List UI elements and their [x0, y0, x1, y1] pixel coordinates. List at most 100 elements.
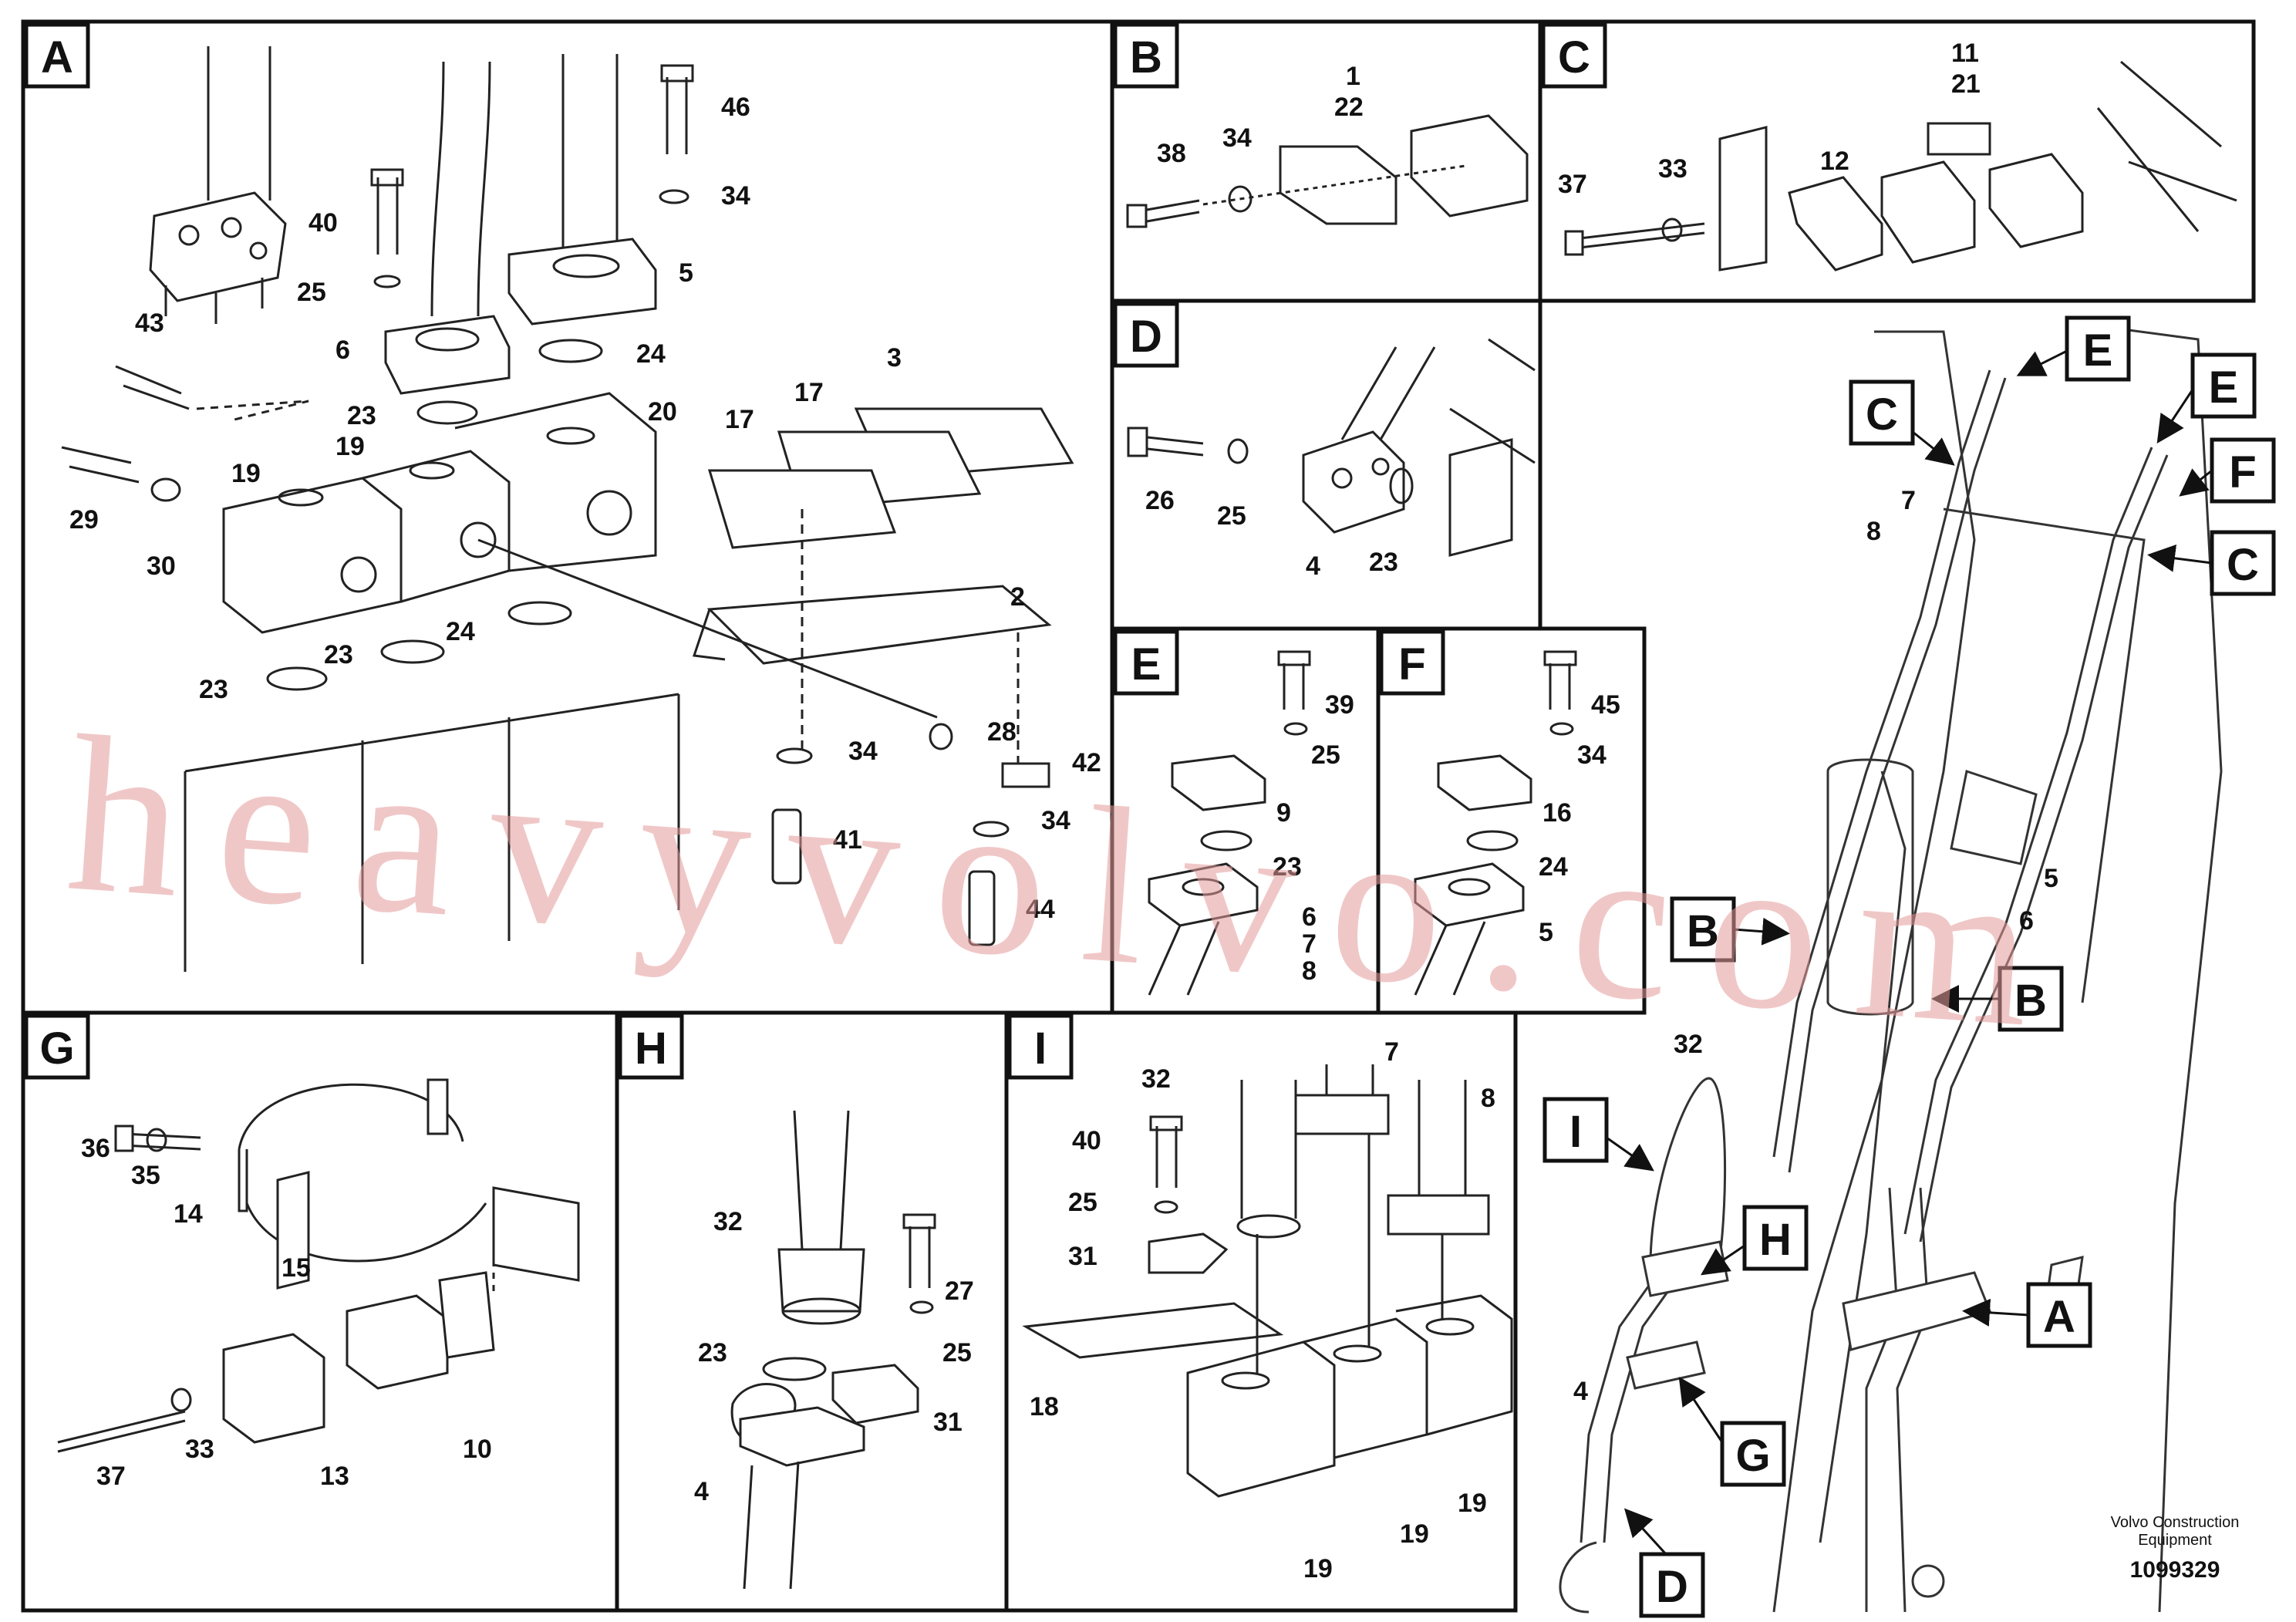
- callout: 32: [713, 1207, 743, 1236]
- panel-letter-I: I: [1007, 1013, 1074, 1080]
- panel-frames: [21, 19, 2256, 1613]
- panel-letter-E: E: [1113, 629, 1179, 696]
- callout: 35: [131, 1161, 160, 1190]
- callout: 17: [725, 405, 754, 434]
- svg-text:E: E: [2083, 325, 2113, 376]
- callout: 32: [1674, 1030, 1703, 1059]
- tag-b-2: B: [1998, 966, 2064, 1032]
- callout: 25: [297, 278, 326, 307]
- panel-letter-H: H: [618, 1013, 684, 1080]
- panel-letter-B: B: [1113, 22, 1179, 89]
- callout: 19: [1400, 1519, 1429, 1549]
- callout: 20: [648, 397, 677, 427]
- company-line-1: Volvo Construction: [2111, 1514, 2240, 1531]
- panel-d-drawing: [1127, 338, 1536, 557]
- callout: 5: [2044, 864, 2058, 893]
- svg-text:G: G: [1735, 1431, 1770, 1481]
- callout: 34: [848, 737, 878, 766]
- svg-text:D: D: [1130, 312, 1162, 362]
- callout: 39: [1325, 690, 1354, 720]
- panel-letter-A: A: [24, 22, 90, 89]
- callout: 12: [1820, 147, 1849, 176]
- callout: 42: [1072, 748, 1101, 777]
- tag-c-1: C: [1849, 379, 1915, 446]
- panel-h-drawing: [730, 1110, 936, 1590]
- callout: 23: [1273, 852, 1302, 882]
- svg-text:I: I: [1034, 1023, 1047, 1074]
- callout: 34: [1041, 806, 1070, 835]
- tag-e-2: E: [2190, 352, 2257, 419]
- svg-text:C: C: [2227, 540, 2259, 590]
- callout: 5: [679, 258, 693, 288]
- callout: 7: [1302, 929, 1317, 959]
- callout: 9: [1276, 798, 1291, 828]
- callout: 33: [1658, 154, 1687, 184]
- svg-text:B: B: [1687, 906, 1719, 956]
- panel-letter-C: C: [1541, 22, 1607, 89]
- callout: 44: [1026, 895, 1055, 924]
- panel-i-callouts: 32 7 8 40 25 31 18 19 19 19: [1030, 1037, 1495, 1583]
- svg-text:B: B: [2014, 976, 2047, 1026]
- svg-text:E: E: [2209, 363, 2239, 413]
- overview-tags: E C E F C B B I H A G D: [1542, 315, 2276, 1618]
- tag-i: I: [1542, 1097, 1609, 1163]
- tag-e-1: E: [2065, 315, 2131, 382]
- callout: 16: [1542, 798, 1572, 828]
- callout: 21: [1951, 69, 1981, 99]
- drawing-number: 1099329: [2130, 1557, 2220, 1583]
- callout: 23: [324, 640, 353, 669]
- callout: 46: [721, 93, 750, 122]
- tag-g: G: [1720, 1421, 1786, 1487]
- panel-b-drawing: [1126, 114, 1529, 228]
- tag-arrows: [1606, 349, 2213, 1556]
- callout: 37: [1558, 170, 1587, 199]
- callout: 34: [721, 181, 750, 211]
- footer: Volvo Construction Equipment 1099329: [2111, 1514, 2240, 1583]
- callout: 17: [794, 378, 824, 407]
- callout: 7: [1384, 1037, 1399, 1067]
- panel-f-drawing: [1414, 650, 1577, 996]
- callout: 4: [694, 1477, 709, 1506]
- callout: 40: [308, 208, 338, 238]
- tag-a: A: [2026, 1282, 2092, 1348]
- panel-b-callouts: 1 22 38 34: [1157, 62, 1364, 168]
- callout: 6: [2019, 906, 2034, 936]
- svg-text:D: D: [1656, 1562, 1688, 1612]
- callout: 36: [81, 1134, 110, 1163]
- panel-e-callouts: 39 25 9 23 6 7 8: [1273, 690, 1354, 986]
- company-line-2: Equipment: [2138, 1532, 2212, 1549]
- callout: 14: [174, 1199, 203, 1229]
- tag-f: F: [2210, 437, 2276, 504]
- callout: 24: [636, 339, 666, 369]
- callout: 25: [1311, 740, 1340, 770]
- svg-text:H: H: [1759, 1215, 1792, 1265]
- svg-text:H: H: [635, 1023, 667, 1074]
- panel-letter-F: F: [1379, 629, 1445, 696]
- callout: 32: [1141, 1064, 1171, 1094]
- callout: 24: [446, 617, 475, 646]
- callout: 41: [833, 825, 862, 855]
- callout: 26: [1145, 486, 1175, 515]
- overview-drawing: [1559, 322, 2223, 1614]
- svg-text:A: A: [2043, 1292, 2075, 1342]
- callout: 23: [698, 1338, 727, 1367]
- callout: 19: [335, 432, 365, 461]
- panel-g-drawing: [57, 1078, 580, 1453]
- callout: 18: [1030, 1392, 1059, 1421]
- callout: 19: [231, 459, 261, 488]
- panel-a-callouts: 46 34 40 25 5 6 24 43 23 20 19 19 3 17 1…: [69, 93, 1101, 924]
- callout: 30: [147, 551, 176, 581]
- callout: 15: [282, 1253, 311, 1283]
- callout: 2: [1010, 582, 1025, 612]
- callout: 29: [69, 505, 99, 534]
- svg-text:F: F: [2229, 447, 2256, 497]
- svg-text:G: G: [39, 1023, 74, 1074]
- callout: 10: [463, 1435, 492, 1464]
- callout: 28: [987, 717, 1017, 747]
- callout: 31: [933, 1408, 963, 1437]
- overview-callouts: 7 8 5 6 32 4: [1573, 486, 2058, 1406]
- panel-a-drawing: [61, 46, 1074, 972]
- panel-f-callouts: 45 34 16 24 5: [1539, 690, 1620, 947]
- svg-text:C: C: [1866, 389, 1898, 440]
- callout: 37: [96, 1462, 126, 1491]
